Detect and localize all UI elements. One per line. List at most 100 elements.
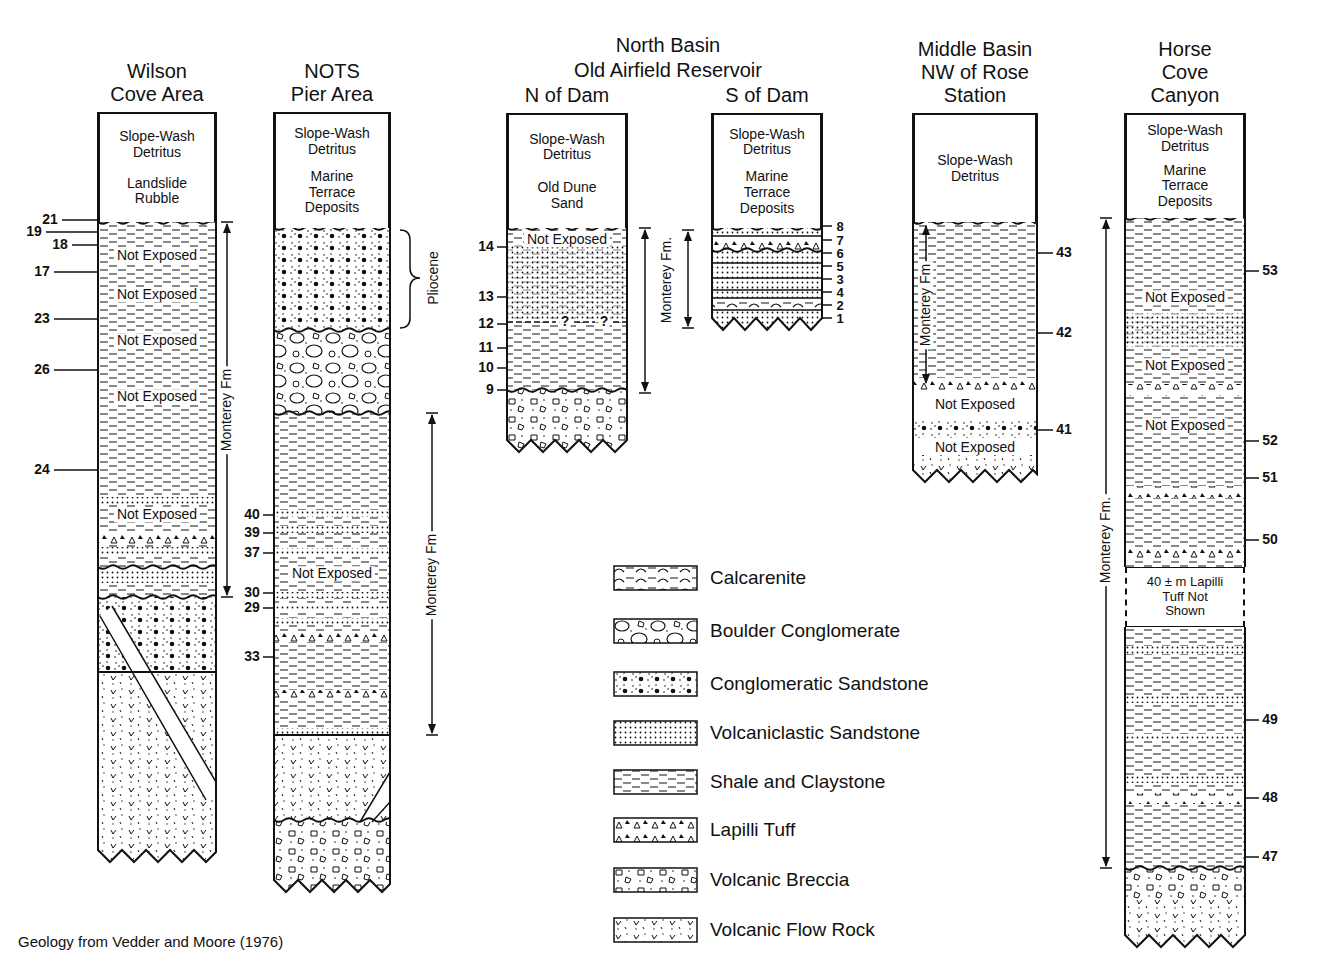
legend-text: Volcanic Flow Rock [710, 920, 875, 941]
callout-number: 52 [1262, 433, 1278, 448]
column-heading: N of Dam [507, 84, 627, 107]
callout-number: 3 [836, 273, 843, 286]
callout-number: 19 [26, 224, 42, 239]
legend-swatch [613, 817, 698, 843]
surficial-deposit-box: Slope-Wash DetritusOld Dune Sand [507, 113, 627, 228]
deposit-name: Marine Terrace Deposits [725, 169, 809, 216]
callout-number: 7 [836, 234, 843, 247]
callout-number: 6 [836, 247, 843, 260]
not-exposed-note: Not Exposed [932, 397, 1018, 412]
surficial-deposit-box: Slope-Wash DetritusMarine Terrace Deposi… [712, 113, 822, 228]
stratigraphic-column: S of DamSlope-Wash DetritusMarine Terrac… [712, 113, 822, 330]
callout-number: 26 [34, 362, 50, 377]
deposit-name: Slope-Wash Detritus [290, 126, 374, 157]
callout-number: 40 [244, 507, 260, 522]
callout-number: 43 [1056, 245, 1072, 260]
column-heading: Wilson Cove Area [102, 60, 212, 106]
not-exposed-note: Not Exposed [1142, 290, 1228, 305]
formation-label: Monterey Fm. [659, 234, 674, 326]
legend-swatch [613, 720, 698, 746]
formation-label: Monterey Fm [219, 366, 234, 454]
deposit-name: Slope-Wash Detritus [933, 153, 1017, 184]
not-exposed-note: Not Exposed [114, 389, 200, 404]
formation-label: Monterey Fm. [1098, 494, 1113, 586]
legend-swatch [613, 769, 698, 795]
callout-number: 29 [244, 600, 260, 615]
legend-swatch [613, 618, 698, 644]
formation-label: Monterey Fm [424, 531, 439, 619]
callout-number: 41 [1056, 422, 1072, 437]
callout-number: 10 [478, 360, 494, 375]
callout-number: 50 [1262, 532, 1278, 547]
legend-swatch [613, 917, 698, 943]
callout-number: 12 [478, 316, 494, 331]
callout-number: 53 [1262, 263, 1278, 278]
callout-number: 48 [1262, 790, 1278, 805]
not-exposed-note: Not Exposed [1142, 358, 1228, 373]
legend-text: Volcanic Breccia [710, 870, 849, 891]
deposit-name: Marine Terrace Deposits [1143, 163, 1227, 210]
callout-number: 24 [34, 462, 50, 477]
deposit-name: Slope-Wash Detritus [525, 132, 609, 163]
callout-number: 11 [479, 340, 494, 355]
callout-number: 18 [52, 237, 68, 252]
basin-heading: Old Airfield Reservoir [574, 59, 762, 81]
deposit-name: Slope-Wash Detritus [725, 127, 809, 158]
callout-number: 8 [836, 220, 843, 233]
callout-number: 37 [244, 545, 260, 560]
not-exposed-note: Not Exposed [114, 248, 200, 263]
callout-number: 23 [34, 311, 50, 326]
callout-number: 13 [478, 289, 494, 304]
column-heading: NOTS Pier Area [287, 60, 377, 106]
callout-number: 2 [836, 299, 843, 312]
deposit-name: Landslide Rubble [115, 176, 199, 207]
callout-number: 30 [244, 585, 260, 600]
not-exposed-note: Not Exposed [932, 440, 1018, 455]
stratigraphic-column: N of DamSlope-Wash DetritusOld Dune Sand [507, 113, 627, 452]
callout-number: 47 [1262, 849, 1278, 864]
stratigraphic-column: NOTS Pier AreaSlope-Wash DetritusMarine … [274, 112, 390, 892]
stratigraphic-column: Wilson Cove AreaSlope-Wash DetritusLands… [98, 112, 216, 862]
uncertain-contact-mark: ? [560, 314, 571, 329]
callout-number: 49 [1262, 712, 1278, 727]
callout-number: 17 [34, 264, 50, 279]
legend-text: Lapilli Tuff [710, 820, 795, 841]
surficial-deposit-box: Slope-Wash DetritusMarine Terrace Deposi… [274, 112, 390, 228]
callout-number: 51 [1262, 470, 1278, 485]
not-exposed-note: Not Exposed [524, 232, 610, 247]
source-note: Geology from Vedder and Moore (1976) [18, 934, 283, 951]
not-exposed-note: Not Exposed [1142, 418, 1228, 433]
callout-number: 4 [836, 286, 843, 299]
legend-swatch [613, 565, 698, 591]
stratigraphic-column: Horse Cove CanyonSlope-Wash DetritusMari… [1125, 113, 1245, 947]
not-exposed-note: Not Exposed [114, 287, 200, 302]
column-heading: Horse Cove Canyon [1135, 38, 1235, 107]
callout-number: 9 [486, 382, 494, 397]
legend-text: Conglomeratic Sandstone [710, 674, 929, 695]
surficial-deposit-box: Slope-Wash DetritusLandslide Rubble [98, 112, 216, 222]
deposit-name: Slope-Wash Detritus [1143, 123, 1227, 154]
deposit-name: Old Dune Sand [525, 180, 609, 211]
not-exposed-note: Not Exposed [114, 333, 200, 348]
legend-swatch [613, 671, 698, 697]
deposit-name: Marine Terrace Deposits [290, 169, 374, 216]
legend-text: Volcaniclastic Sandstone [710, 723, 920, 744]
legend-swatch [613, 867, 698, 893]
callout-number: 14 [478, 239, 494, 254]
omitted-interval-box: 40 ± m Lapilli Tuff Not Shown [1125, 567, 1245, 627]
not-exposed-note: Not Exposed [114, 507, 200, 522]
callout-number: 5 [836, 260, 843, 273]
legend-text: Boulder Conglomerate [710, 621, 900, 642]
callout-number: 21 [42, 212, 58, 227]
legend-text: Calcarenite [710, 568, 806, 589]
callout-number: 33 [244, 649, 260, 664]
legend-text: Shale and Claystone [710, 772, 885, 793]
callout-number: 42 [1056, 325, 1072, 340]
formation-label: Monterey Fm [918, 261, 933, 349]
surficial-deposit-box: Slope-Wash Detritus [913, 113, 1037, 222]
callout-number: 39 [244, 525, 260, 540]
not-exposed-note: Not Exposed [289, 566, 375, 581]
uncertain-contact-mark: ? [599, 314, 610, 329]
column-heading: Middle Basin NW of Rose Station [917, 38, 1033, 107]
